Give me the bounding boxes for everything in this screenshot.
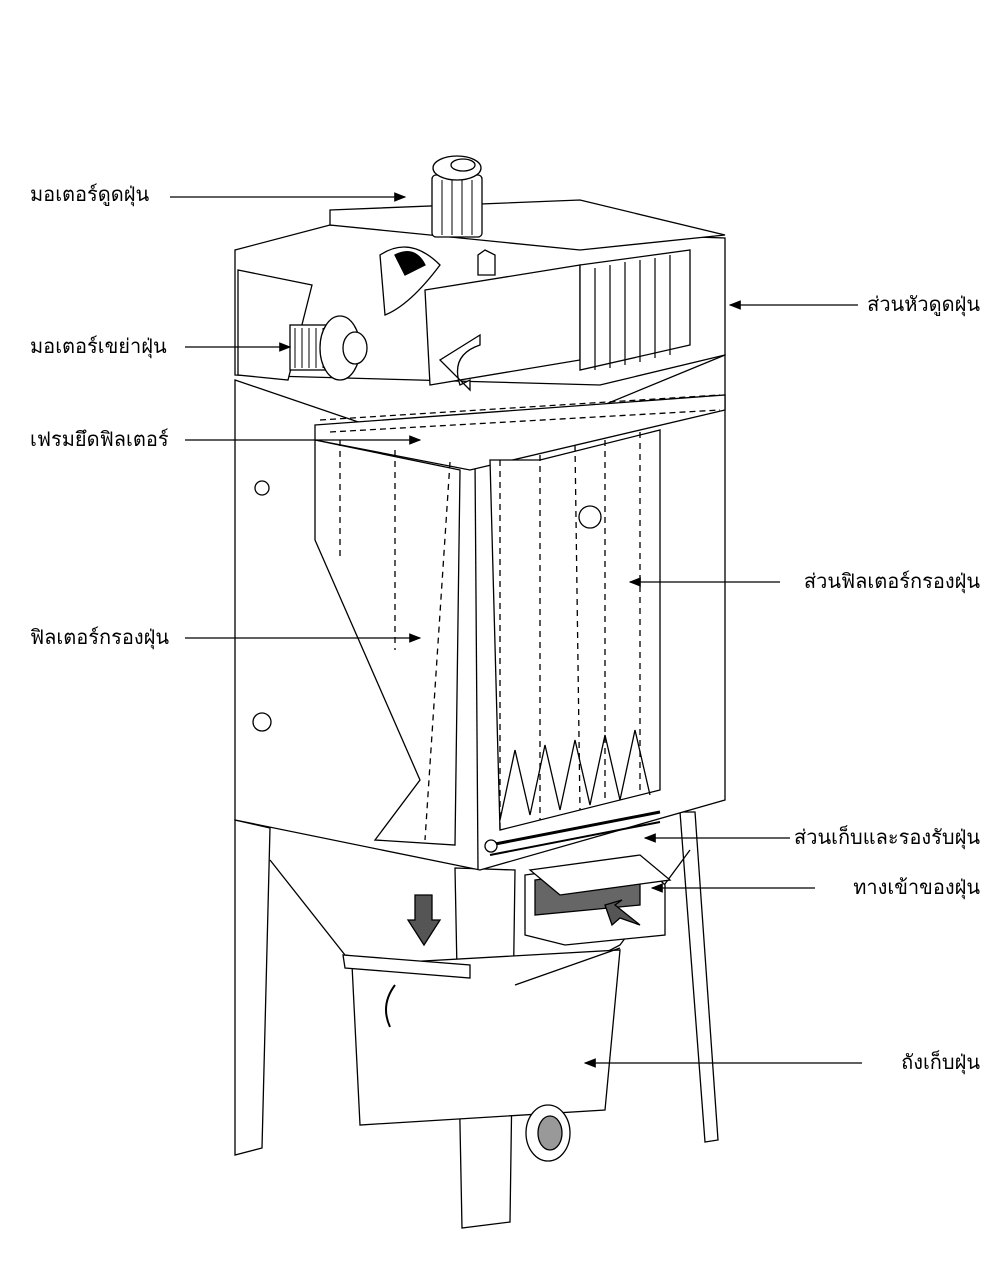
label-dust-filter: ฟิลเตอร์กรองฝุ่น bbox=[30, 625, 170, 649]
leg-right bbox=[679, 811, 719, 1143]
label-collection-section: ส่วนเก็บและรองรับฝุ่น bbox=[794, 825, 980, 849]
filter-bag bbox=[314, 439, 461, 846]
label-suction-motor: มอเตอร์ดูดฝุ่น bbox=[30, 182, 150, 206]
label-dust-bin: ถังเก็บฝุ่น bbox=[901, 1050, 980, 1074]
leg-left bbox=[234, 819, 271, 1156]
inlet-arrow bbox=[604, 899, 641, 927]
suction-motor bbox=[431, 174, 483, 238]
down-arrow bbox=[406, 894, 442, 947]
filter-frame bbox=[314, 394, 726, 471]
label-filter-section: ส่วนฟิลเตอร์กรองฝุ่น bbox=[803, 569, 980, 593]
label-dust-inlet: ทางเข้าของฝุ่น bbox=[853, 875, 980, 899]
label-suction-head-section: ส่วนหัวดูดฝุ่น bbox=[867, 292, 980, 316]
label-shaker-motor: มอเตอร์เขย่าฝุ่น bbox=[30, 334, 167, 358]
label-filter-frame: เฟรมยึดฟิลเตอร์ bbox=[30, 427, 169, 451]
leader-lines bbox=[170, 192, 862, 1068]
dust-bin-body bbox=[351, 949, 621, 1126]
airflow-arrow bbox=[438, 333, 481, 392]
bin-lid bbox=[342, 954, 471, 979]
